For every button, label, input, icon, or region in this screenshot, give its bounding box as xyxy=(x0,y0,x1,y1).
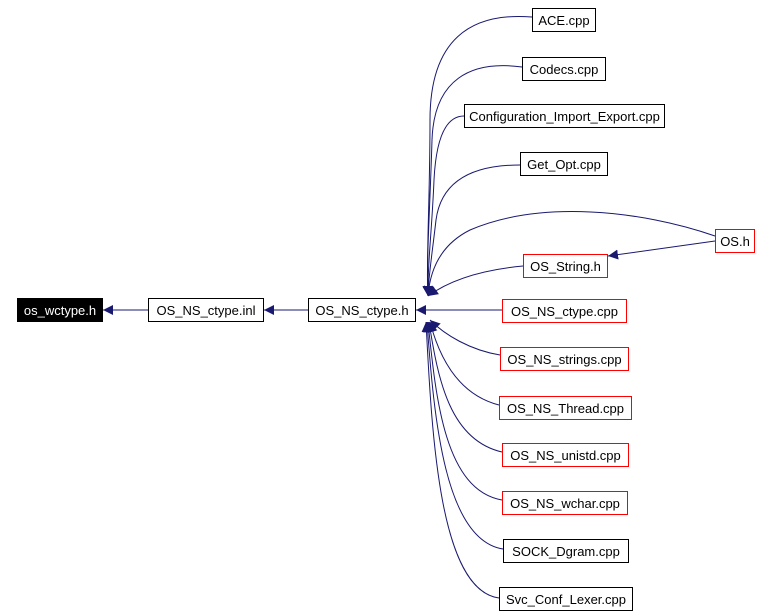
edge-os_h-to-ctype_h xyxy=(423,211,716,297)
edge-svc-to-ctype_h xyxy=(421,321,500,599)
edge-strings-to-ctype_h xyxy=(429,319,501,356)
node-configuration-import-export-cpp[interactable]: Configuration_Import_Export.cpp xyxy=(464,104,665,128)
edge-thread-to-ctype_h xyxy=(427,321,500,406)
node-os-ns-thread-cpp[interactable]: OS_NS_Thread.cpp xyxy=(499,396,632,420)
edge-config-to-ctype_h xyxy=(422,115,465,297)
node-os-ns-ctype-inl[interactable]: OS_NS_ctype.inl xyxy=(148,298,264,322)
node-os-ns-ctype-cpp[interactable]: OS_NS_ctype.cpp xyxy=(502,299,627,323)
node-os-ns-wchar-cpp[interactable]: OS_NS_wchar.cpp xyxy=(502,491,628,515)
edge-codecs-to-ctype_h xyxy=(422,65,523,297)
node-codecs-cpp[interactable]: Codecs.cpp xyxy=(522,57,606,81)
node-os-ns-strings-cpp[interactable]: OS_NS_strings.cpp xyxy=(500,347,629,371)
node-os-string-h[interactable]: OS_String.h xyxy=(523,254,608,278)
edge-sock-to-ctype_h xyxy=(422,321,504,550)
edges-layer xyxy=(103,15,716,599)
node-os-wctype-h: os_wctype.h xyxy=(17,298,103,322)
node-get-opt-cpp[interactable]: Get_Opt.cpp xyxy=(520,152,608,176)
edge-ace-to-ctype_h xyxy=(422,15,533,297)
edge-os_string-to-ctype_h xyxy=(427,265,524,297)
node-ace-cpp[interactable]: ACE.cpp xyxy=(532,8,596,32)
node-os-ns-unistd-cpp[interactable]: OS_NS_unistd.cpp xyxy=(502,443,629,467)
node-sock-dgram-cpp[interactable]: SOCK_Dgram.cpp xyxy=(503,539,629,563)
edge-os_h-to-os_string xyxy=(607,240,716,260)
node-svc-conf-lexer-cpp[interactable]: Svc_Conf_Lexer.cpp xyxy=(499,587,633,611)
edge-unistd-to-ctype_h xyxy=(425,321,503,453)
node-os-ns-ctype-h[interactable]: OS_NS_ctype.h xyxy=(308,298,416,322)
edge-wchar-to-ctype_h xyxy=(424,321,503,501)
node-os-h[interactable]: OS.h xyxy=(715,229,755,253)
edge-getopt-to-ctype_h xyxy=(423,164,521,297)
